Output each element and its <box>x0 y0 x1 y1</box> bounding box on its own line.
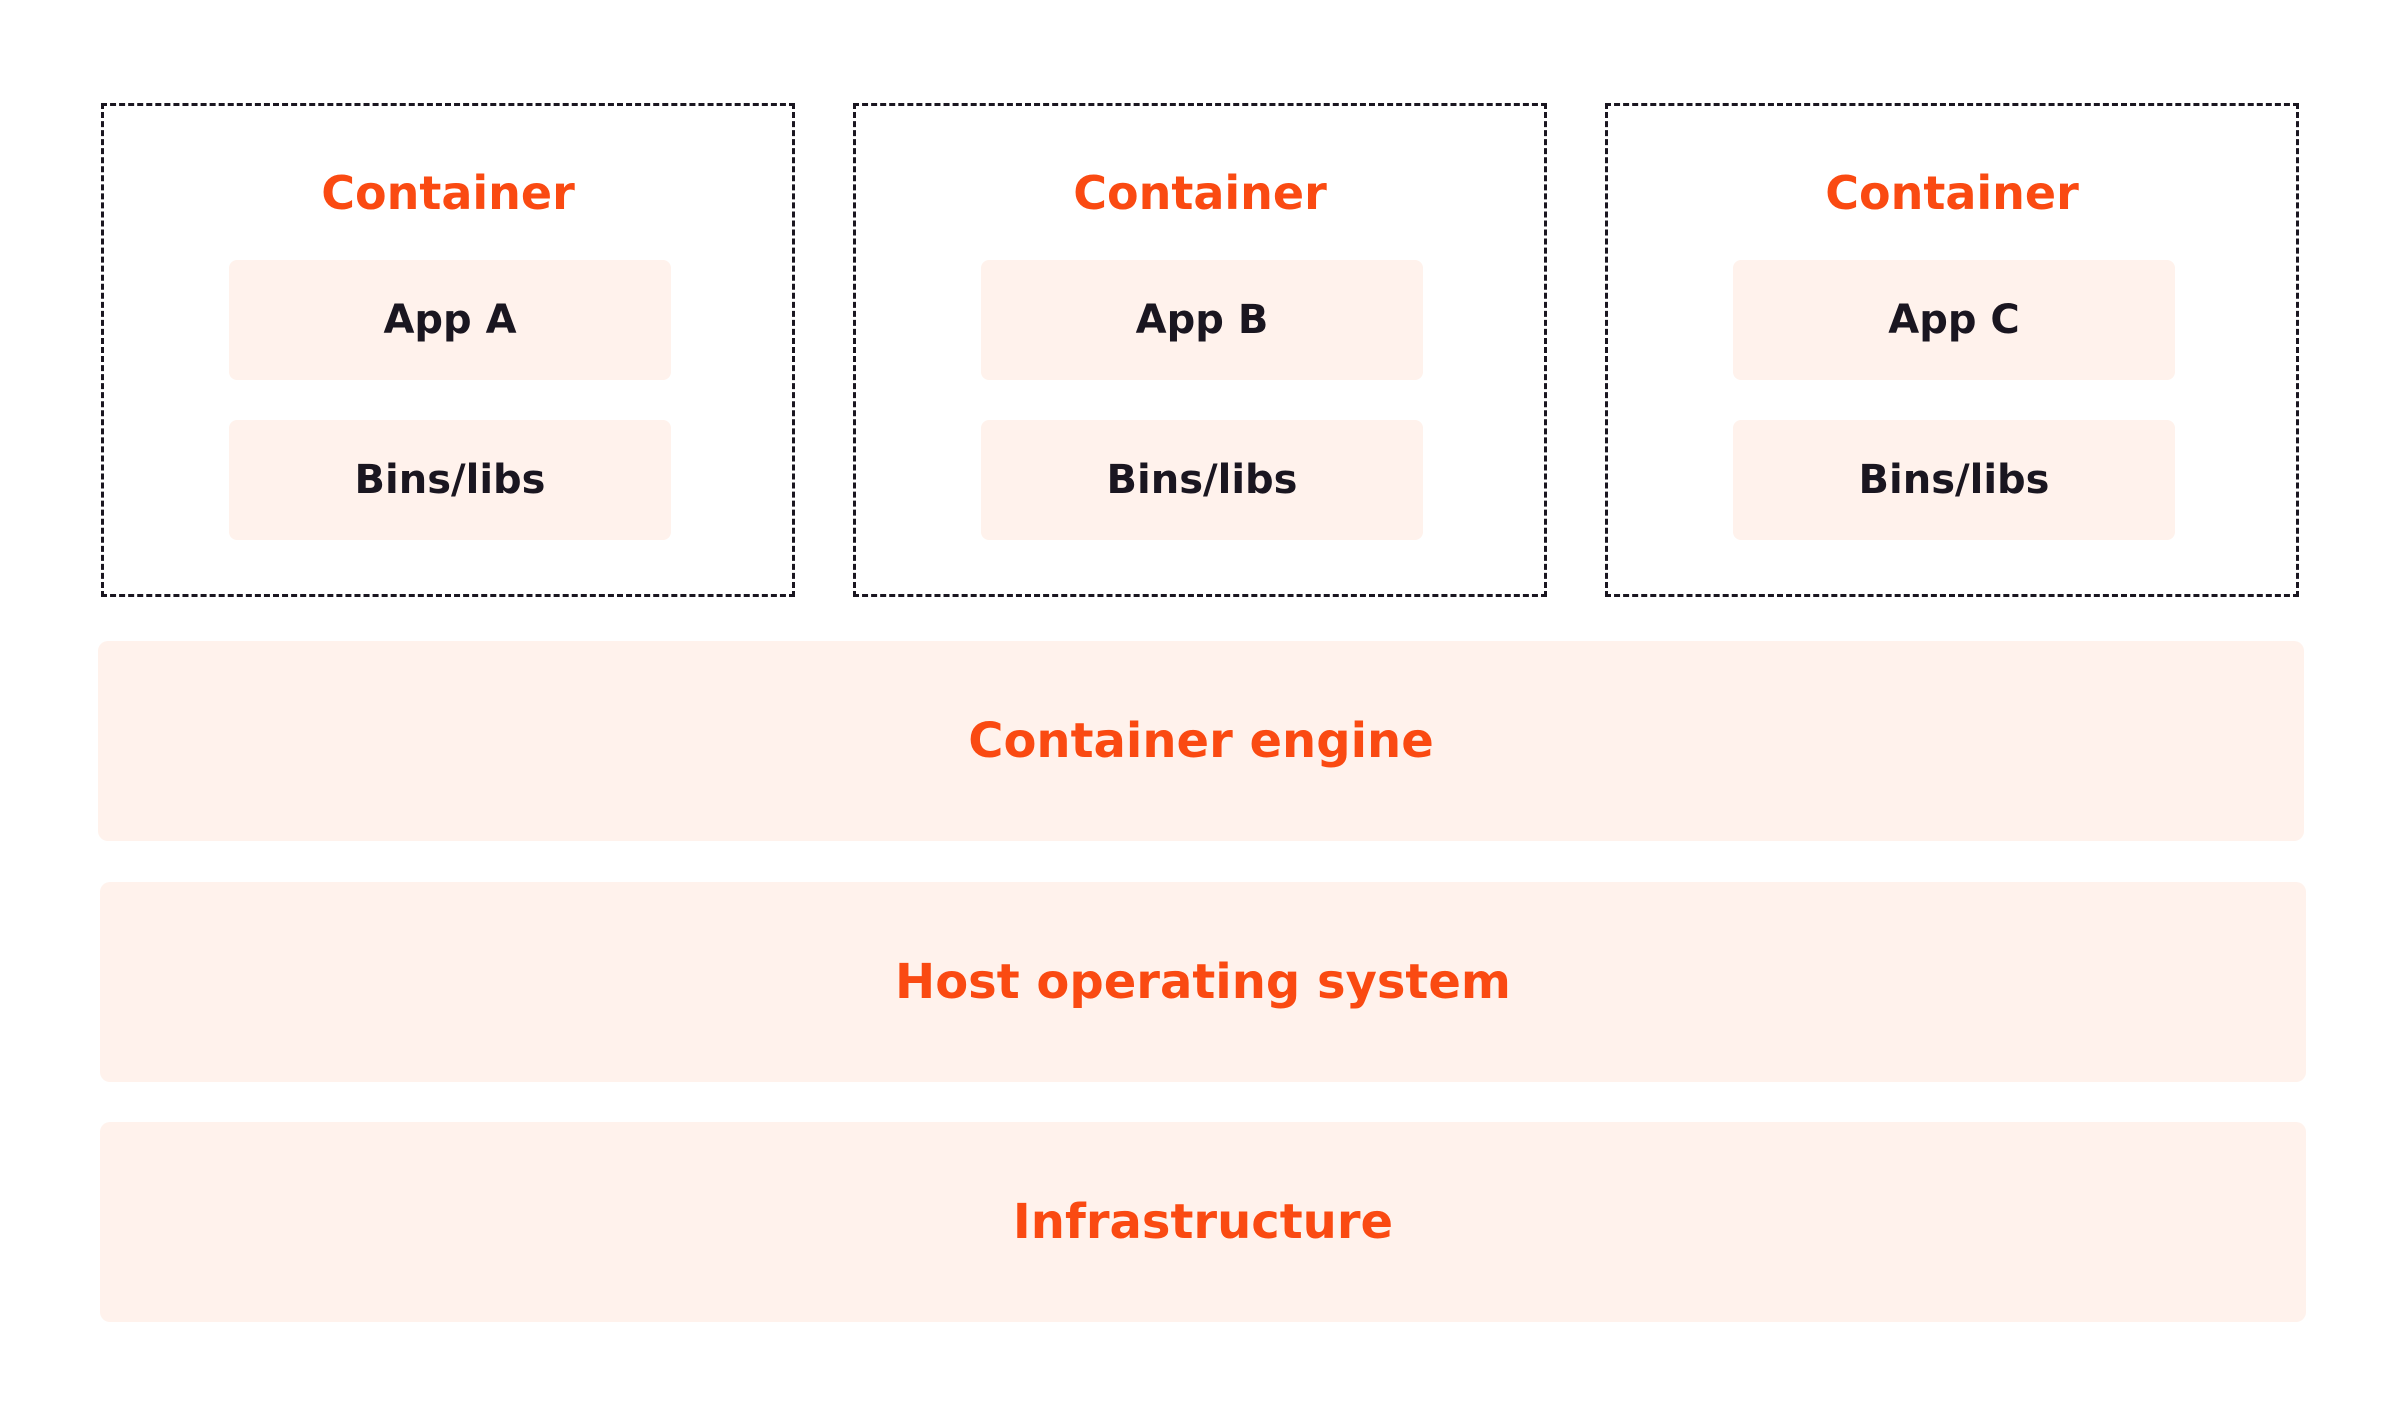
container-a: Container App A Bins/libs <box>101 103 795 597</box>
host-os-layer: Host operating system <box>100 882 2306 1082</box>
container-title: Container <box>1073 166 1327 220</box>
container-title: Container <box>321 166 575 220</box>
app-c-block: App C <box>1733 260 2175 380</box>
app-a-block: App A <box>229 260 671 380</box>
bins-libs-block: Bins/libs <box>229 420 671 540</box>
container-c: Container App C Bins/libs <box>1605 103 2299 597</box>
bins-libs-block: Bins/libs <box>981 420 1423 540</box>
app-b-block: App B <box>981 260 1423 380</box>
infrastructure-layer: Infrastructure <box>100 1122 2306 1322</box>
container-b: Container App B Bins/libs <box>853 103 1547 597</box>
container-engine-layer: Container engine <box>98 641 2304 841</box>
container-title: Container <box>1825 166 2079 220</box>
bins-libs-block: Bins/libs <box>1733 420 2175 540</box>
